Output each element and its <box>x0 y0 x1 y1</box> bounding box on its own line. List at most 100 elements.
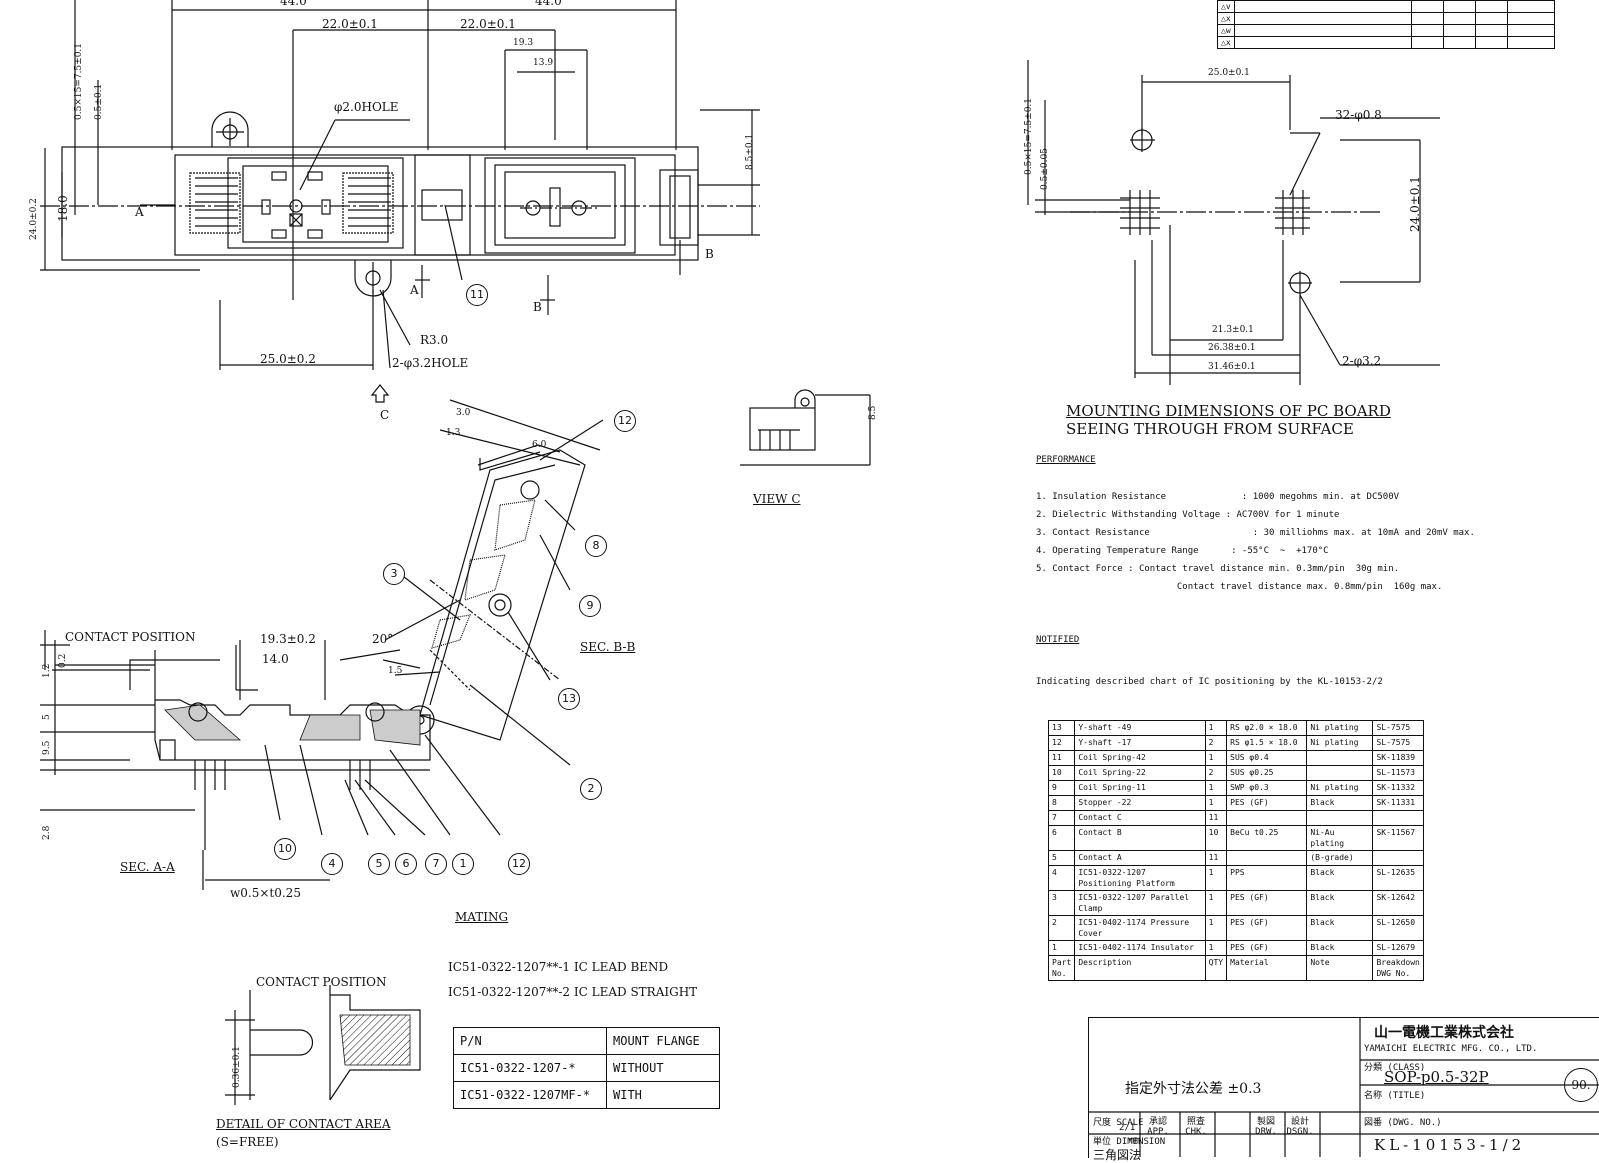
sec-bb-dim-1-3: 1.3 <box>446 428 461 438</box>
sec-bb-outline <box>382 399 604 836</box>
table-cell: SK-12642 <box>1372 890 1424 916</box>
table-cell: BeCu t0.25 <box>1226 825 1308 851</box>
revision-mark: △x <box>1217 36 1235 49</box>
table-cell: 7 <box>1047 810 1076 826</box>
table-cell <box>1410 24 1444 37</box>
table-cell: IC51-0322-1207 Parallel Clamp <box>1074 890 1206 916</box>
balloon-13: 13 <box>558 688 580 710</box>
drawing-number: KL-10153-1/2 <box>1374 1136 1526 1154</box>
table-cell: RS φ1.5 × 18.0 <box>1226 735 1308 751</box>
table-cell: 12 <box>1047 735 1076 751</box>
title-block: 指定外寸法公差 ±0.3 山一電機工業株式会社 YAMAICHI ELECTRI… <box>1088 1017 1599 1162</box>
table-cell: Description <box>1074 955 1206 981</box>
view-c-dim: 8.5 <box>868 405 878 420</box>
table-cell <box>1410 36 1444 49</box>
table-cell <box>1306 750 1374 766</box>
title-block-lines <box>1088 1017 1599 1157</box>
table-cell <box>1474 24 1508 37</box>
table-cell: SK-11839 <box>1372 750 1424 766</box>
revision-table: △v △x △w △x <box>1217 0 1555 49</box>
table-cell: Black <box>1306 795 1374 811</box>
table-cell: Ni-Au plating <box>1306 825 1374 851</box>
table-cell: 1 <box>1204 720 1228 736</box>
table-cell: 1 <box>1204 940 1228 956</box>
balloon-7: 7 <box>425 853 447 875</box>
detail-contact-position: CONTACT POSITION <box>256 975 387 989</box>
table-cell <box>1442 24 1476 37</box>
table-cell: 1 <box>1204 780 1228 796</box>
table-cell: Ni plating <box>1306 735 1374 751</box>
sec-bb-dim-6: 6.0 <box>532 440 547 450</box>
performance-item-5: 5. Contact Force : Contact travel distan… <box>1036 564 1400 574</box>
table-cell: 4 <box>1047 865 1076 891</box>
table-cell: IC51-0322-1207MF-* <box>453 1081 607 1109</box>
section-a-marker-left: A <box>135 205 144 219</box>
section-b-marker-top: B <box>705 247 714 261</box>
table-cell <box>1233 12 1412 25</box>
table-cell: Ni plating <box>1306 720 1374 736</box>
table-cell: Contact C <box>1074 810 1206 826</box>
top-dim-pitch: 0.5×15=7.5±0.1 <box>74 42 84 120</box>
table-cell: 1 <box>1204 795 1228 811</box>
scale-value: 2/1 <box>1119 1123 1136 1133</box>
class-value: SOP-p0.5-32P <box>1384 1068 1489 1086</box>
table-cell <box>1506 0 1555 13</box>
performance-item-6: Contact travel distance max. 0.8mm/pin 1… <box>1036 582 1443 592</box>
balloon-2: 2 <box>580 778 602 800</box>
table-cell: Part No. <box>1047 955 1076 981</box>
top-dim-0-5: 0.5±0.1 <box>94 83 104 120</box>
table-cell: SL-7575 <box>1372 720 1424 736</box>
pcb-dim-25: 25.0±0.1 <box>1208 68 1250 78</box>
table-cell: Black <box>1306 890 1374 916</box>
table-cell: SL-12635 <box>1372 865 1424 891</box>
table-cell: SWP φ0.3 <box>1226 780 1308 796</box>
table-header-cell: P/N <box>453 1027 607 1055</box>
table-cell: 10 <box>1047 765 1076 781</box>
table-cell: 1 <box>1204 915 1228 941</box>
table-cell <box>1442 36 1476 49</box>
top-dim-18: 18.0 <box>56 195 70 222</box>
table-cell: PES (GF) <box>1226 795 1308 811</box>
sec-aa-dim-19-3: 19.3±0.2 <box>260 632 316 646</box>
checked-label: 照査 CHK. <box>1185 1117 1207 1137</box>
table-cell: WITH <box>606 1081 720 1109</box>
dimension-label: 単位 DIMENSION <box>1093 1137 1166 1147</box>
table-cell <box>1442 12 1476 25</box>
table-cell: Coil Spring-42 <box>1074 750 1206 766</box>
section-a-marker-right: A <box>410 283 419 297</box>
pcb-dim-26-38: 26.38±0.1 <box>1208 343 1256 353</box>
view-c-label: VIEW C <box>753 492 801 506</box>
table-cell: SK-11331 <box>1372 795 1424 811</box>
table-row: △w <box>1217 24 1555 37</box>
table-cell <box>1410 0 1444 13</box>
sec-bb-label: SEC. B-B <box>580 640 636 654</box>
mounting-subtitle: SEEING THROUGH FROM SURFACE <box>1066 420 1354 438</box>
sec-bb-dim-1-5: 1.5 <box>388 666 403 676</box>
sec-aa-dim-14: 14.0 <box>262 652 289 666</box>
sec-bb-dim-3: 3.0 <box>456 408 471 418</box>
pcb-dim-31-46: 31.46±0.1 <box>1208 362 1256 372</box>
pcb-hole-32: 32-φ0.8 <box>1335 108 1382 122</box>
table-cell: Black <box>1306 915 1374 941</box>
table-cell: 6 <box>1047 825 1076 851</box>
table-cell <box>1306 765 1374 781</box>
balloon-8: 8 <box>585 535 607 557</box>
sec-aa-dim-1-2: 1.2 <box>42 663 52 678</box>
revision-mark: △w <box>1217 24 1235 37</box>
designed-label: 設計 DSGN. <box>1286 1117 1314 1137</box>
top-dim-22-left: 22.0±0.1 <box>322 17 378 31</box>
mating-label: MATING <box>455 910 509 924</box>
table-header-cell: MOUNT FLANGE <box>606 1027 720 1055</box>
performance-item-3: 3. Contact Resistance : 30 milliohms max… <box>1036 528 1475 538</box>
table-cell <box>1372 850 1424 866</box>
table-cell: 13 <box>1047 720 1076 736</box>
performance-item-2: 2. Dielectric Withstanding Voltage : AC7… <box>1036 510 1340 520</box>
table-cell: 3 <box>1047 890 1076 916</box>
